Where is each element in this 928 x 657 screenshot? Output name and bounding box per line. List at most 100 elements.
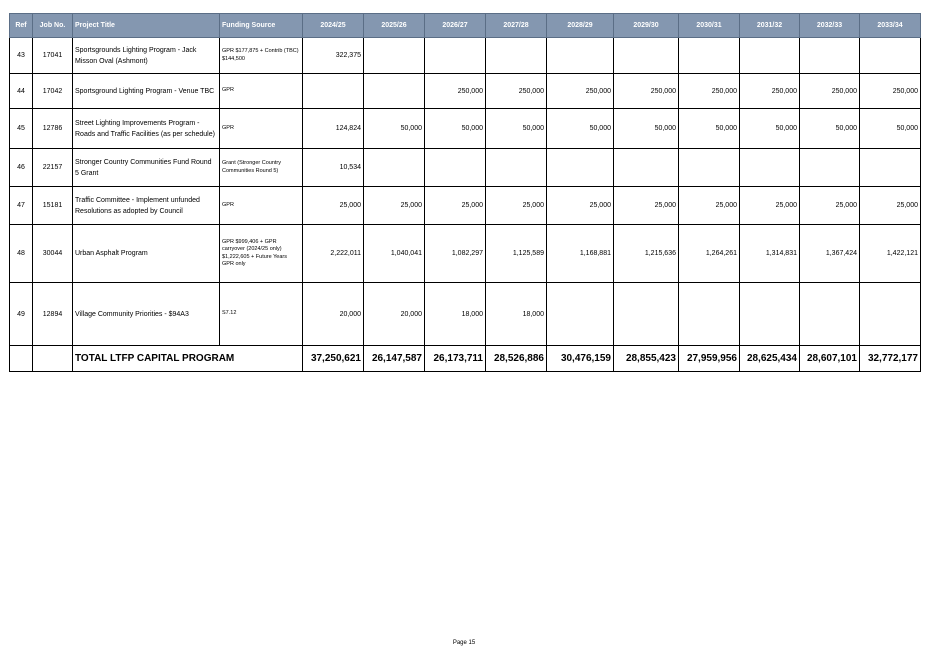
row-funding-source: GPR $999,406 + GPR carryover (2024/25 on… [219,224,303,283]
row-value-2032-33: 250,000 [799,73,860,109]
row-value-2033-34: 1,422,121 [859,224,921,283]
row-value-2028-29 [546,148,614,187]
row-ref: 48 [9,224,33,283]
total-blank-cell [32,345,73,372]
row-value-2031-32: 50,000 [739,108,800,149]
header-year-2033-34: 2033/34 [859,13,921,38]
row-value-2024-25: 124,824 [302,108,364,149]
total-row: TOTAL LTFP CAPITAL PROGRAM 37,250,621 26… [9,345,921,372]
row-ref: 47 [9,186,33,225]
row-value-2032-33: 50,000 [799,108,860,149]
row-value-2027-28 [485,37,547,74]
total-value-2032-33: 28,607,101 [799,345,860,372]
row-value-2025-26: 50,000 [363,108,425,149]
total-value-2028-29: 30,476,159 [546,345,614,372]
row-job-no: 15181 [32,186,73,225]
row-value-2029-30: 25,000 [613,186,679,225]
row-ref: 45 [9,108,33,149]
row-value-2026-27: 18,000 [424,282,486,346]
row-value-2031-32 [739,37,800,74]
header-year-2029-30: 2029/30 [613,13,679,38]
row-value-2028-29 [546,282,614,346]
header-row: Ref Job No. Project Title Funding Source… [9,13,921,38]
header-project-title: Project Title [72,13,220,38]
total-value-2030-31: 27,959,956 [678,345,740,372]
row-value-2030-31: 25,000 [678,186,740,225]
row-value-2024-25: 20,000 [302,282,364,346]
row-funding-source: S7.12 [219,282,303,346]
header-ref: Ref [9,13,33,38]
row-value-2026-27: 1,082,297 [424,224,486,283]
page-number: Page 15 [452,640,476,646]
row-value-2033-34 [859,282,921,346]
row-value-2027-28: 18,000 [485,282,547,346]
row-value-2029-30 [613,148,679,187]
table-header: Ref Job No. Project Title Funding Source… [9,13,921,38]
row-value-2026-27: 250,000 [424,73,486,109]
row-project-title: Street Lighting Improvements Program - R… [72,108,220,149]
row-funding-source: Grant (Stronger Country Communities Roun… [219,148,303,187]
header-year-2026-27: 2026/27 [424,13,486,38]
row-job-no: 17042 [32,73,73,109]
row-project-title: Traffic Committee - Implement unfunded R… [72,186,220,225]
header-year-2024-25: 2024/25 [302,13,364,38]
row-value-2030-31: 250,000 [678,73,740,109]
row-value-2027-28: 50,000 [485,108,547,149]
row-value-2032-33 [799,148,860,187]
row-ref: 46 [9,148,33,187]
row-value-2028-29: 25,000 [546,186,614,225]
total-blank-cell [9,345,33,372]
row-value-2031-32 [739,148,800,187]
row-value-2025-26 [363,37,425,74]
row-value-2030-31: 1,264,261 [678,224,740,283]
total-label: TOTAL LTFP CAPITAL PROGRAM [72,345,303,372]
row-value-2030-31 [678,282,740,346]
row-job-no: 12894 [32,282,73,346]
header-year-2028-29: 2028/29 [546,13,614,38]
total-value-2024-25: 37,250,621 [302,345,364,372]
row-value-2024-25: 322,375 [302,37,364,74]
row-value-2032-33 [799,282,860,346]
row-ref: 44 [9,73,33,109]
row-project-title: Urban Asphalt Program [72,224,220,283]
row-value-2024-25: 10,534 [302,148,364,187]
row-value-2025-26: 1,040,041 [363,224,425,283]
row-value-2029-30: 250,000 [613,73,679,109]
ltfp-capital-table: Ref Job No. Project Title Funding Source… [9,13,921,372]
row-value-2030-31: 50,000 [678,108,740,149]
header-year-2027-28: 2027/28 [485,13,547,38]
row-value-2033-34: 250,000 [859,73,921,109]
row-job-no: 30044 [32,224,73,283]
row-value-2026-27 [424,37,486,74]
row-value-2025-26: 25,000 [363,186,425,225]
total-value-2033-34: 32,772,177 [859,345,921,372]
row-value-2025-26 [363,73,425,109]
row-ref: 43 [9,37,33,74]
row-value-2032-33 [799,37,860,74]
row-project-title: Village Community Priorities - $94A3 [72,282,220,346]
row-value-2027-28: 250,000 [485,73,547,109]
row-value-2028-29: 250,000 [546,73,614,109]
row-value-2031-32: 250,000 [739,73,800,109]
header-job-no: Job No. [32,13,73,38]
row-project-title: Stronger Country Communities Fund Round … [72,148,220,187]
row-job-no: 22157 [32,148,73,187]
header-year-2031-32: 2031/32 [739,13,800,38]
row-value-2029-30 [613,37,679,74]
row-value-2029-30: 50,000 [613,108,679,149]
row-job-no: 12786 [32,108,73,149]
row-value-2030-31 [678,37,740,74]
row-funding-source: GPR $177,875 + Contrib (TBC) $144,500 [219,37,303,74]
row-funding-source: GPR [219,186,303,225]
row-value-2028-29 [546,37,614,74]
total-value-2031-32: 28,625,434 [739,345,800,372]
row-value-2031-32 [739,282,800,346]
row-value-2028-29: 1,168,881 [546,224,614,283]
